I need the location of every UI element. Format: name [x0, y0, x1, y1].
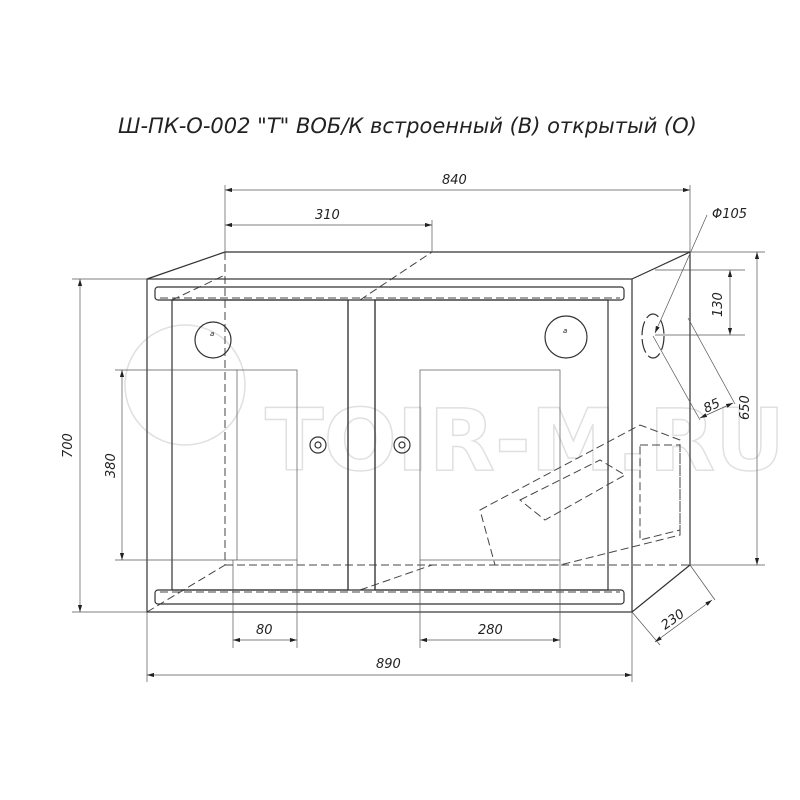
dim-380: 380	[104, 453, 119, 478]
dim-85: 85	[701, 396, 722, 417]
dim-130: 130	[711, 292, 726, 317]
watermark-text: TOIR-M.RU	[265, 391, 785, 491]
hidden-contents	[479, 424, 681, 566]
right-window	[419, 369, 561, 561]
side-hole-icon	[641, 313, 665, 359]
left-window	[236, 369, 298, 561]
dim-80: 80	[256, 623, 273, 638]
left-door-badge: a	[194, 321, 232, 359]
dim-230: 230	[659, 607, 688, 634]
dim-840: 840	[442, 173, 467, 188]
left-door-lock-icon	[309, 436, 327, 454]
dim-700: 700	[61, 433, 76, 458]
dim-280: 280	[478, 623, 503, 638]
drawing-title: Ш-ПК-О-002 "Т" ВОБ/К встроенный (В) откр…	[118, 114, 697, 138]
right-door-badge: a	[544, 315, 588, 359]
right-door-lock-icon	[393, 436, 411, 454]
svg-text:a: a	[210, 330, 214, 338]
dim-310: 310	[315, 208, 340, 223]
svg-text:a: a	[563, 327, 567, 335]
watermark: TOIR-M.RU	[124, 324, 786, 492]
dim-890: 890	[376, 657, 401, 672]
dim-hole-diameter: Φ105	[712, 207, 747, 222]
dim-650: 650	[738, 395, 753, 420]
